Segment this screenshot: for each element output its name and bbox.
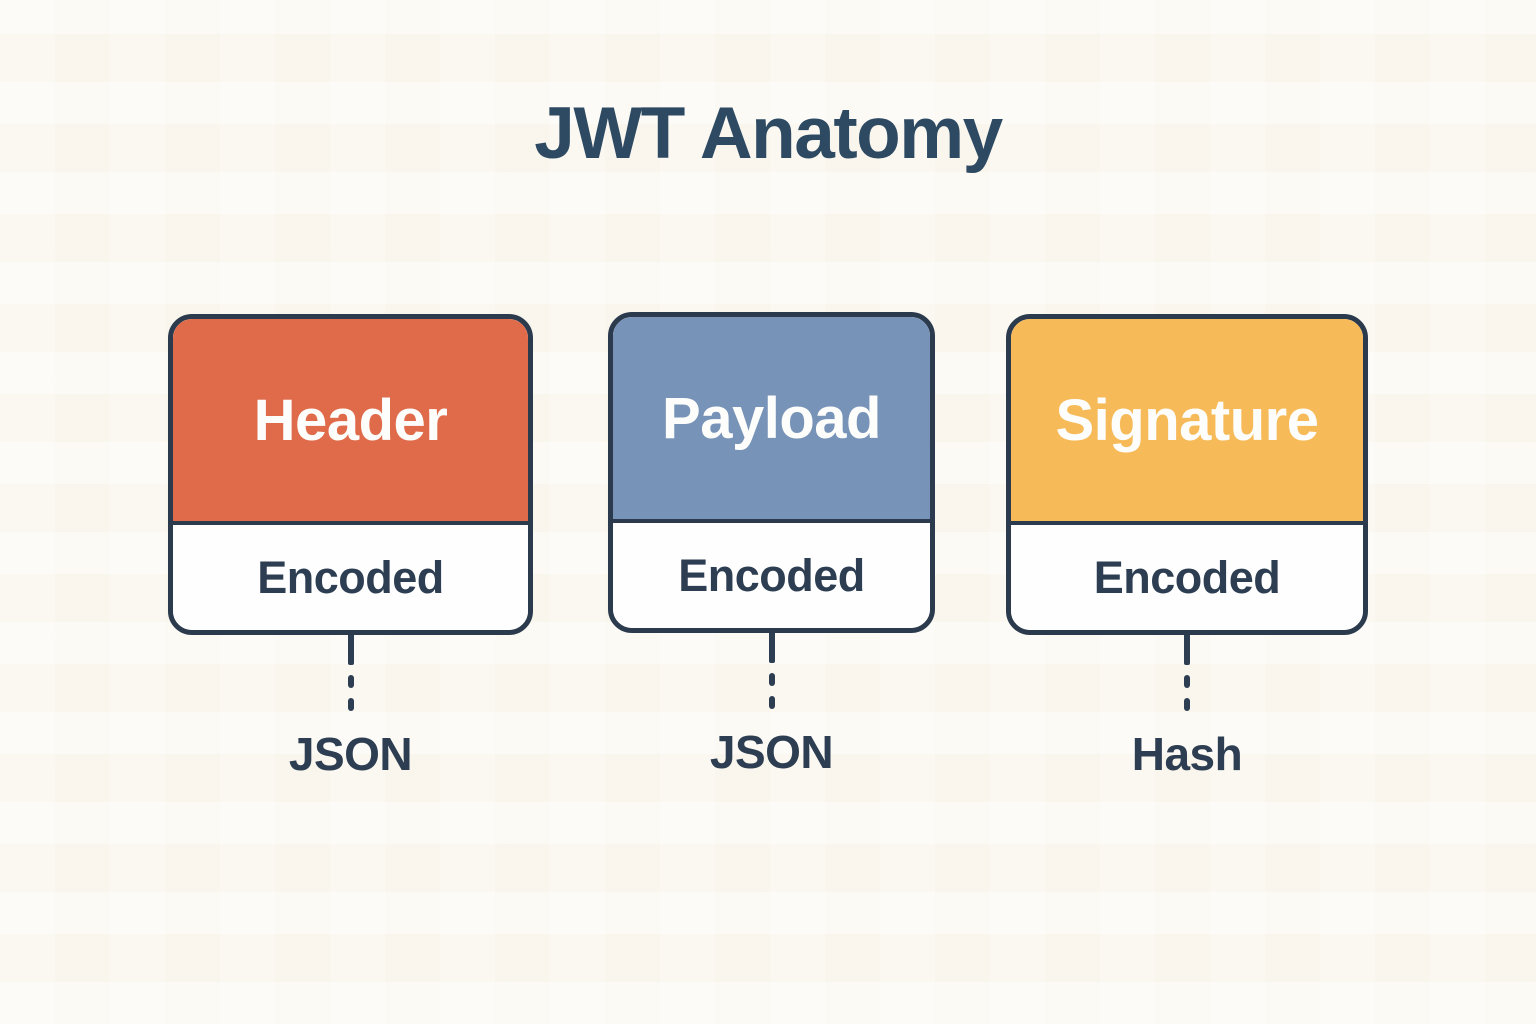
connector-stem <box>347 635 354 665</box>
header-connector-dashed-line <box>347 635 354 711</box>
signature-output-label: Hash <box>1131 728 1243 780</box>
signature-card-top: Signature <box>1011 319 1363 525</box>
header-card: Header Encoded <box>168 314 533 635</box>
payload-card: Payload Encoded <box>608 312 935 633</box>
connector-dash <box>1184 698 1190 711</box>
payload-card-bottom: Encoded <box>613 523 930 628</box>
payload-encoded-label: Encoded <box>678 549 865 601</box>
header-column: Header Encoded JSON <box>168 314 533 781</box>
payload-card-top: Payload <box>613 317 930 523</box>
connector-dash <box>768 696 775 709</box>
signature-column: Signature Encoded Hash <box>1006 314 1368 781</box>
connector-dash <box>347 675 354 688</box>
connector-dash <box>1184 675 1190 688</box>
header-output-label: JSON <box>288 728 413 780</box>
signature-encoded-label: Encoded <box>1093 551 1281 603</box>
connector-dash <box>347 698 354 711</box>
header-card-title: Header <box>253 387 448 453</box>
signature-card-title: Signature <box>1055 387 1320 453</box>
connector-stem <box>1184 635 1190 665</box>
page-title: JWT Anatomy <box>534 93 1003 174</box>
connector-dash <box>768 673 775 686</box>
header-encoded-label: Encoded <box>257 551 444 603</box>
connector-stem <box>768 633 775 663</box>
header-card-top: Header <box>173 319 528 525</box>
payload-column: Payload Encoded JSON <box>608 312 935 779</box>
header-card-bottom: Encoded <box>173 525 528 630</box>
signature-card: Signature Encoded <box>1006 314 1368 635</box>
payload-output-label: JSON <box>709 726 834 778</box>
signature-card-bottom: Encoded <box>1011 525 1363 630</box>
signature-connector-dashed-line <box>1184 635 1190 711</box>
payload-card-title: Payload <box>662 385 881 451</box>
payload-connector-dashed-line <box>768 633 775 709</box>
